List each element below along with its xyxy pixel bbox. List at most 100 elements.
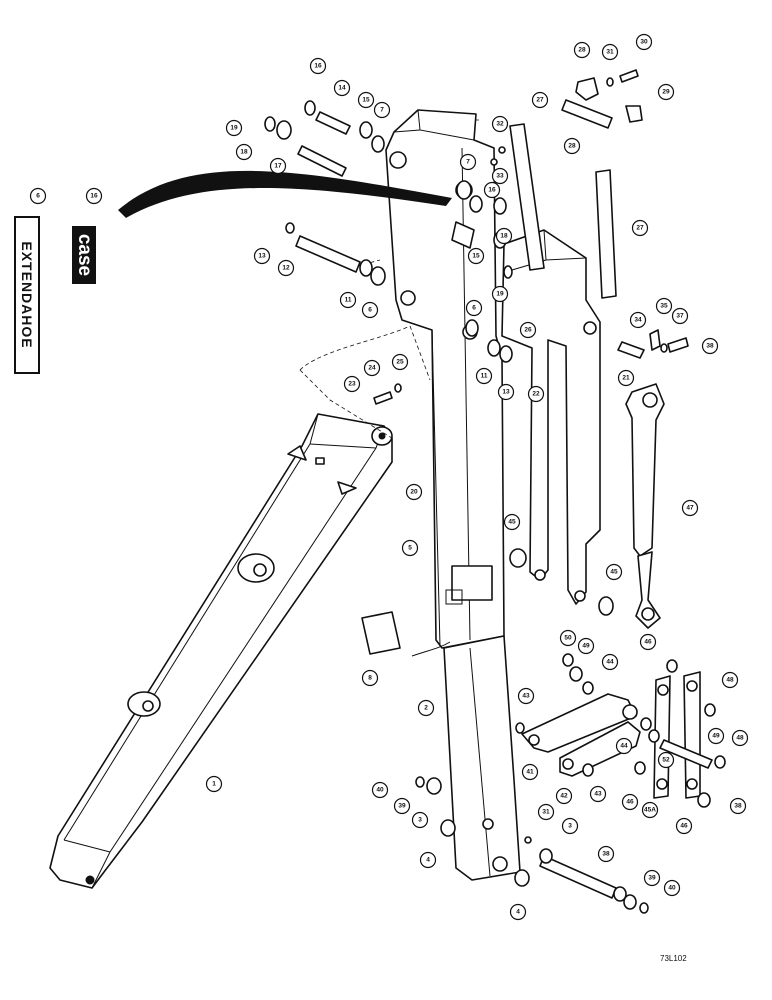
callout-number: 22 xyxy=(532,391,540,398)
callout-c46b: 46 xyxy=(621,793,639,811)
callout-bubble xyxy=(357,91,375,109)
callout-number: 46 xyxy=(680,823,688,830)
callout-c18b: 18 xyxy=(495,227,513,245)
callout-c52: 52 xyxy=(657,751,675,769)
callout-c27b: 27 xyxy=(631,219,649,237)
callout-number: 18 xyxy=(240,149,248,156)
callout-number: 32 xyxy=(496,121,504,128)
callout-bubble xyxy=(701,337,719,355)
callout-number: 28 xyxy=(578,47,586,54)
callout-c48b: 48 xyxy=(731,729,749,747)
callout-number: 45A xyxy=(644,807,656,814)
callout-c3a: 3 xyxy=(411,811,429,829)
callout-c34: 34 xyxy=(629,311,647,329)
callout-c19a: 19 xyxy=(225,119,243,137)
callout-c13a: 13 xyxy=(253,247,271,265)
callout-c4a: 4 xyxy=(419,851,437,869)
callout-bubble xyxy=(521,763,539,781)
callout-bubble xyxy=(729,797,747,815)
callout-bubble xyxy=(361,301,379,319)
boom-assembly xyxy=(49,413,393,889)
callout-bubble xyxy=(721,671,739,689)
case-logo-decal: case xyxy=(72,226,96,284)
callout-bubble xyxy=(631,219,649,237)
callout-bubble xyxy=(675,817,693,835)
callout-number: 40 xyxy=(668,885,676,892)
callout-c30: 30 xyxy=(635,33,653,51)
callout-c25: 25 xyxy=(391,353,409,371)
callout-number: 46 xyxy=(626,799,634,806)
callout-c7b: 7 xyxy=(459,153,477,171)
callout-bubble xyxy=(629,311,647,329)
callout-bubble xyxy=(537,803,555,821)
callout-number: 3 xyxy=(568,823,572,830)
callout-c11a: 11 xyxy=(339,291,357,309)
callout-c16a: 16 xyxy=(85,187,103,205)
callout-number: 16 xyxy=(314,63,322,70)
callout-number: 2 xyxy=(424,705,428,712)
callout-c46a: 46 xyxy=(639,633,657,651)
callout-c42: 42 xyxy=(555,787,573,805)
callout-number: 24 xyxy=(368,365,376,372)
callout-c12: 12 xyxy=(277,259,295,277)
callout-c39b: 39 xyxy=(643,869,661,887)
clamp-28 xyxy=(575,77,599,101)
cylinder-47 xyxy=(625,383,665,629)
callout-number: 20 xyxy=(410,489,418,496)
pointer-arrow xyxy=(118,170,452,218)
callout-c13b: 13 xyxy=(497,383,515,401)
callout-c48: 48 xyxy=(721,671,739,689)
callout-bubble xyxy=(467,247,485,265)
callout-number: 39 xyxy=(648,875,656,882)
callout-bubble xyxy=(643,869,661,887)
callout-bubble xyxy=(483,181,501,199)
callout-c46c: 46 xyxy=(675,817,693,835)
callout-bubble xyxy=(401,539,419,557)
callout-c29: 29 xyxy=(657,83,675,101)
callout-c21: 21 xyxy=(617,369,635,387)
callout-c35: 35 xyxy=(655,297,673,315)
callout-c6b: 6 xyxy=(361,301,379,319)
callout-c45b: 45 xyxy=(605,563,623,581)
callout-bubble xyxy=(371,781,389,799)
callout-number: 12 xyxy=(282,265,290,272)
callout-c24: 24 xyxy=(363,359,381,377)
plate-27-upper xyxy=(509,123,545,271)
callout-bubble xyxy=(29,187,47,205)
callout-c20: 20 xyxy=(405,483,423,501)
callout-number: 28 xyxy=(568,143,576,150)
callout-number: 19 xyxy=(230,125,238,132)
callout-bubble xyxy=(655,297,673,315)
plate-27-lower xyxy=(595,169,617,299)
callout-c39a: 39 xyxy=(393,797,411,815)
callout-c17: 17 xyxy=(269,157,287,175)
callout-bubble xyxy=(339,291,357,309)
callout-bubble xyxy=(517,687,535,705)
callout-number: 7 xyxy=(466,159,470,166)
callout-c50: 50 xyxy=(559,629,577,647)
callout-number: 52 xyxy=(662,757,670,764)
callout-number: 49 xyxy=(712,733,720,740)
callout-number: 50 xyxy=(564,635,572,642)
callout-c38a: 38 xyxy=(701,337,719,355)
callout-number: 14 xyxy=(338,85,346,92)
callout-bubble xyxy=(601,43,619,61)
callout-number: 16 xyxy=(488,187,496,194)
callout-bubble xyxy=(405,483,423,501)
callout-bubble xyxy=(601,653,619,671)
linkage xyxy=(515,653,726,808)
callout-bubble xyxy=(309,57,327,75)
callout-bubble xyxy=(85,187,103,205)
hardware xyxy=(264,69,689,616)
callout-c1: 1 xyxy=(205,775,223,793)
callout-bubble xyxy=(253,247,271,265)
callout-number: 33 xyxy=(496,173,504,180)
callout-c5: 5 xyxy=(401,539,419,557)
callout-bubble xyxy=(491,285,509,303)
callout-number: 39 xyxy=(398,803,406,810)
extendahoe-decal: EXTENDAHOE xyxy=(14,216,40,374)
callout-bubble xyxy=(707,727,725,745)
callout-number: 40 xyxy=(376,787,384,794)
case-logo-text: case xyxy=(74,233,95,277)
callout-bubble xyxy=(663,879,681,897)
